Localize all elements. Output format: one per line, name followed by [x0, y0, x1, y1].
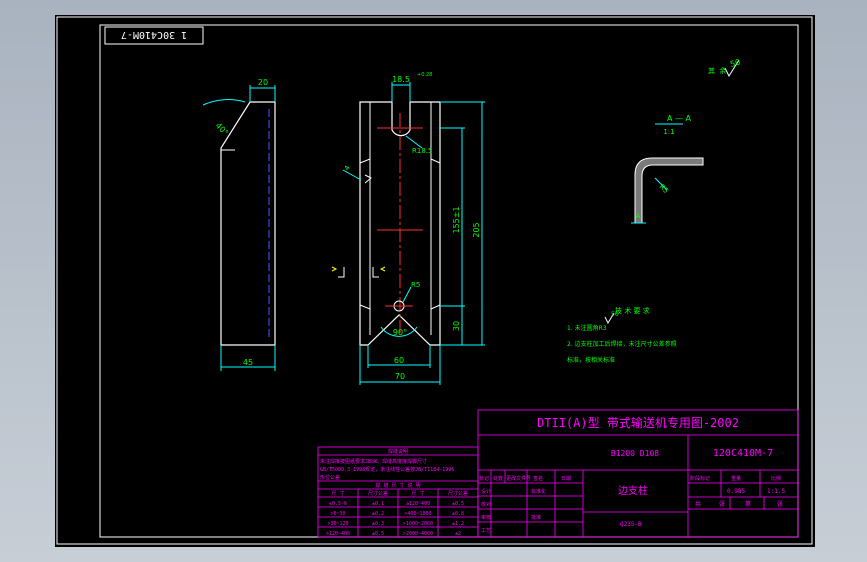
section-cut-markers — [331, 266, 386, 278]
welding-note-3: 形位公差 — [320, 474, 340, 481]
front-r-top: R18.5 — [412, 147, 432, 155]
side-dim-angle: 40° — [214, 121, 230, 137]
welding-cell: >30~120 — [327, 521, 348, 527]
material: Q235-B — [620, 521, 642, 528]
welding-table-text: 焊缝说明 未注焊接按图纸要求JB8W，焊缝高度接焊脚尺寸 GB/T5000.3-… — [320, 448, 468, 537]
tb-sheet-label: 共 — [695, 500, 701, 508]
tech-requirements: 技 术 要 求 1. 未注圆角R3 50 2. 边支柱加工后焊接，未注尺寸公差参… — [567, 306, 677, 364]
cad-drawing: 1 30C410M-7 20 40° 45 — [56, 16, 813, 545]
outer-border — [56, 16, 813, 545]
welding-cell: ≤0.5~6 — [329, 501, 347, 507]
tb-row-label: 批准 — [531, 514, 541, 521]
tb-sheet-label: 第 — [745, 500, 751, 508]
side-view: 20 40° 45 — [202, 78, 276, 371]
welding-cell: ±0.5 — [372, 531, 384, 537]
tb-right-label: 阶段标记 — [690, 475, 710, 482]
tb-label: 处数 — [493, 475, 503, 482]
cad-viewport[interactable]: 1 30C410M-7 20 40° 45 — [55, 15, 815, 547]
tb-row-label: 审核 — [481, 514, 491, 521]
side-dim-top: 20 — [258, 78, 268, 87]
stamp-box: 1 30C410M-7 — [104, 26, 204, 45]
roughness-top: 其 余 50 — [708, 58, 741, 78]
welding-col-3: 尺 寸 — [411, 490, 424, 497]
front-r-bottom: R5 — [411, 281, 420, 289]
part-name: 边支柱 — [618, 484, 648, 497]
welding-cell: ≥120~400 — [406, 501, 430, 507]
tb-label: 更改文件号 — [506, 475, 531, 482]
tb-scale: 1:1.5 — [767, 488, 785, 495]
welding-table — [317, 446, 479, 538]
tech-item-3: 标准，按相关标准 — [567, 356, 615, 364]
front-dim-bottom: 30 — [452, 321, 461, 331]
welding-col-4: 尺寸公差 — [448, 490, 468, 497]
ref-code: B1200 D108 — [611, 449, 659, 458]
section-radius: R5 — [658, 183, 670, 195]
welding-title: 焊缝说明 — [388, 448, 408, 455]
roughness-top-value: 50 — [729, 58, 741, 69]
tb-right-label: 重量 — [731, 475, 741, 482]
welding-note-2: GB/T5000.3-1998规定，未注线性公差按JB/T1184-1996 — [320, 466, 454, 473]
welding-cell: >120~400 — [326, 531, 350, 537]
side-dim-bottom: 45 — [243, 358, 253, 367]
welding-col-2: 尺寸公差 — [368, 490, 388, 497]
title-block — [477, 409, 799, 538]
welding-cell: ±0.5 — [452, 501, 464, 507]
welding-cell: >2000~4000 — [403, 531, 433, 537]
weld-note-side: 4 — [343, 164, 352, 172]
welding-cell: ±2 — [455, 531, 461, 537]
tech-item-2: 2. 边支柱加工后焊接，未注尺寸公差参照 — [567, 340, 677, 348]
tb-weight: 0.985 — [727, 488, 745, 495]
tb-label: 签名 — [533, 475, 543, 482]
section-mark-1: A — [636, 212, 641, 220]
welding-cell: ±0.3 — [372, 521, 384, 527]
section-scale: 1:1 — [663, 128, 674, 136]
front-dim-total: 205 — [472, 222, 481, 237]
tb-right-label: 比例 — [771, 475, 781, 482]
front-dim-inner: 60 — [394, 356, 404, 365]
tb-sheet-label: 张 — [719, 500, 725, 508]
welding-note-1: 未注焊接按图纸要求JB8W，焊缝高度接焊脚尺寸 — [320, 458, 427, 465]
front-dim-slot: 18.5 — [392, 75, 410, 84]
welding-subheader: 焊 缝 尺 寸 说 明 — [375, 482, 420, 489]
welding-cell: >1000~2000 — [403, 521, 433, 527]
title-block-text: DTII(A)型 带式输送机专用图-2002 B1200 D108 120C41… — [479, 415, 785, 534]
front-view: 18.5 +0.28 R18.5 R5 205 155±1 30 90° 60 … — [342, 72, 485, 385]
front-dim-mid: 155±1 — [452, 206, 461, 233]
tb-row-label: 标准化 — [531, 488, 546, 495]
front-dim-angle: 90° — [393, 328, 407, 337]
section-aa: A — A 1:1 A R5 — [631, 114, 704, 224]
tb-row-label: 校对 — [481, 501, 491, 508]
roughness-tech-value: 50 — [611, 311, 619, 318]
tech-item-1: 1. 未注圆角R3 — [567, 324, 607, 332]
svg-text:其 余: 其 余 — [708, 66, 726, 75]
tech-title: 技 术 要 求 — [615, 306, 650, 315]
stamp-text: 1 30C410M-7 — [121, 29, 187, 40]
tb-row-label: 工艺 — [481, 528, 491, 534]
welding-cell: ±0.2 — [372, 511, 384, 517]
welding-cell: ±0.1 — [372, 501, 384, 507]
drawing-number: 120C410M-7 — [713, 448, 773, 459]
tb-label: 标记 — [479, 475, 489, 482]
tb-sheet-label: 张 — [777, 500, 783, 508]
front-dim-outer: 70 — [395, 372, 405, 381]
front-dim-slot-tol: +0.28 — [417, 72, 432, 78]
welding-cell: ±1.2 — [452, 521, 464, 527]
section-label: A — A — [667, 114, 692, 123]
main-title: DTII(A)型 带式输送机专用图-2002 — [537, 415, 739, 430]
welding-cell: >6~30 — [330, 511, 345, 517]
welding-cell: ±0.8 — [452, 511, 464, 517]
welding-cell: >400~1000 — [404, 511, 431, 517]
welding-col-1: 尺 寸 — [331, 490, 344, 497]
tb-label: 日期 — [561, 476, 571, 482]
tb-row-label: 设计 — [481, 488, 491, 495]
